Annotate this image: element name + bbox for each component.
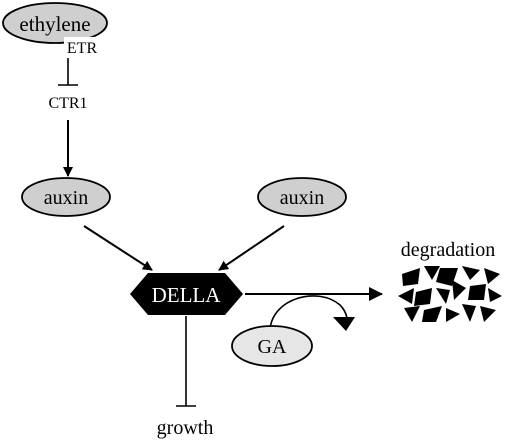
della-node: DELLA <box>130 273 243 315</box>
ga-arrowhead <box>333 317 355 331</box>
ctr1-label: CTR1 <box>48 95 87 112</box>
ga-label: GA <box>258 336 287 358</box>
etr-node: ETR <box>64 37 100 57</box>
della-inhibits-growth <box>176 316 196 407</box>
auxin-right-to-della-arrow <box>218 225 285 271</box>
ga-node: GA <box>231 325 313 367</box>
della-label: DELLA <box>152 283 222 307</box>
etr-label: ETR <box>67 40 98 57</box>
ethylene-node: ethylene <box>2 2 108 44</box>
etr-inhibits-ctr1 <box>58 58 78 86</box>
ethylene-label: ethylene <box>19 12 90 36</box>
auxin-right-label: auxin <box>280 187 324 209</box>
degradation-fragments-icon <box>398 266 502 322</box>
degradation-label: degradation <box>401 239 495 261</box>
auxin-left-label: auxin <box>44 187 88 209</box>
ga-curved-arrow <box>269 295 348 331</box>
auxin-right-node: auxin <box>257 177 347 217</box>
growth-label: growth <box>157 417 214 439</box>
auxin-left-to-della-arrow <box>83 225 153 271</box>
auxin-left-node: auxin <box>21 177 111 217</box>
